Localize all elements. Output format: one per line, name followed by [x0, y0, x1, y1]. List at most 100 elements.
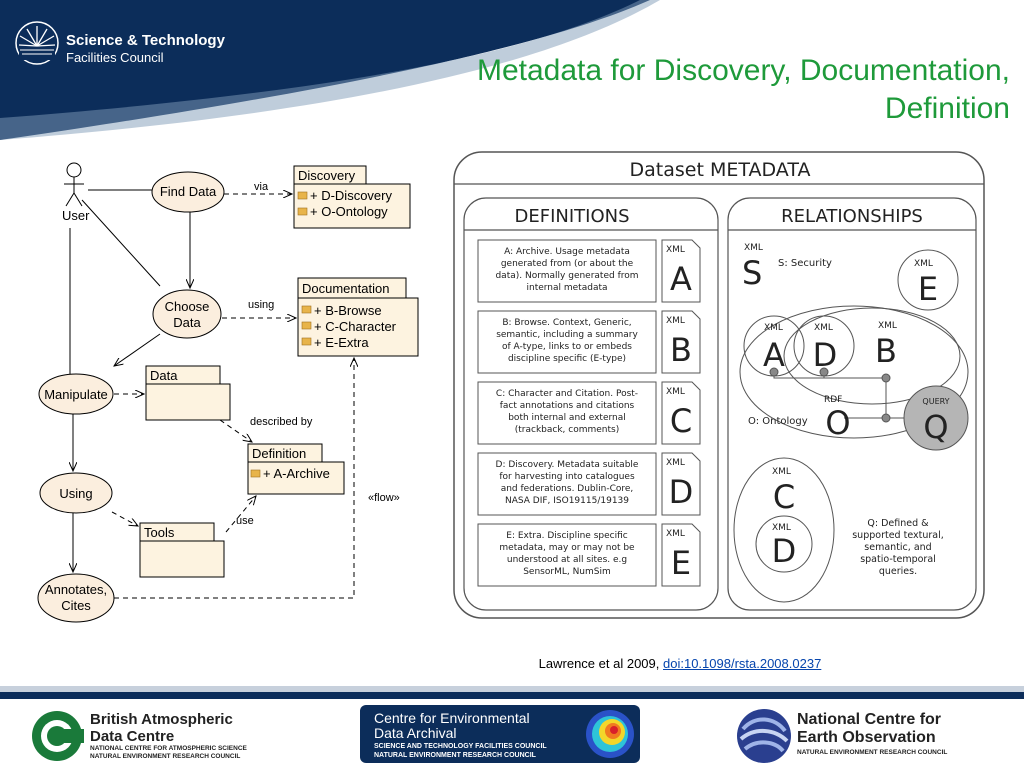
swirl-globe-icon — [737, 709, 791, 763]
xml-label: XML — [666, 316, 685, 326]
citation-text: Lawrence et al 2009, — [538, 656, 660, 671]
slide-title-line-1: Metadata for Discovery, Documentation, — [476, 54, 1010, 87]
definition-text-line: of A-type, links to or embeds — [502, 342, 632, 352]
definition-text-line: NASA DIF, ISO19115/19139 — [505, 496, 629, 506]
package-definition-item: + A-Archive — [263, 466, 330, 481]
usecase-find-data: Find Data — [151, 171, 225, 213]
edge-label-via: via — [254, 181, 269, 193]
badc-logo: British Atmospheric Data Centre NATIONAL… — [30, 705, 270, 765]
definition-text-line: semantic, including a summary — [496, 330, 638, 340]
package-data: Data — [145, 365, 231, 421]
neodc-logo: National Centre for Earth Observation NA… — [735, 705, 1005, 765]
xml-label: XML — [666, 245, 685, 255]
badc-emblem-icon — [32, 711, 84, 761]
usecase-choose-data: Choose Data — [152, 289, 222, 339]
ceda-line-1: Centre for Environmental — [374, 710, 530, 726]
query-description-line: spatio-temporal — [860, 554, 936, 565]
definition-row: C: Character and Citation. Post-fact ann… — [477, 381, 701, 445]
relationship-letter-b: B — [875, 332, 897, 370]
relationship-letter-s: S — [742, 254, 762, 292]
use-case-diagram: User Find Data Choose Data Manipulate Us… — [37, 162, 419, 623]
query-label: QUERY — [922, 397, 949, 406]
definition-text-line: (trackback, comments) — [515, 425, 619, 435]
user-label: User — [62, 208, 90, 223]
neodc-line-2: Earth Observation — [797, 729, 936, 746]
definition-text-line: A: Archive. Usage metadata — [504, 247, 630, 257]
query-description-line: supported textural, — [852, 530, 944, 541]
annotates-label-1: Annotates, — [45, 582, 107, 597]
package-documentation-item: + E-Extra — [314, 335, 369, 350]
folder-icon — [301, 305, 312, 314]
xml-label: XML — [666, 387, 685, 397]
definition-text-line: generated from (or about the — [501, 259, 634, 269]
relationships-title: RELATIONSHIPS — [781, 206, 923, 227]
edge-label-flow: «flow» — [368, 492, 400, 504]
definition-letter: C — [670, 402, 692, 440]
neodc-name: National Centre for Earth Observation — [797, 711, 941, 747]
badc-line-2: Data Centre — [90, 728, 175, 745]
definition-text-line: B: Browse. Context, Generic, — [502, 318, 631, 328]
definitions-title: DEFINITIONS — [514, 206, 629, 227]
query-description-line: semantic, and — [864, 542, 931, 553]
usecase-using: Using — [39, 472, 113, 514]
definition-text-line: C: Character and Citation. Post- — [496, 389, 638, 399]
relationship-letter-a: A — [763, 336, 785, 374]
definition-row: B: Browse. Context, Generic, semantic, in… — [477, 310, 701, 374]
doi-link[interactable]: doi:10.1098/rsta.2008.0237 — [663, 656, 822, 671]
definition-letter: E — [671, 544, 691, 582]
security-label: S: Security — [778, 258, 832, 269]
badc-subtitle: NATIONAL CENTRE FOR ATMOSPHERIC SCIENCE … — [90, 745, 247, 761]
folder-icon — [297, 191, 308, 200]
annotates-label-2: Cites — [61, 598, 91, 613]
relationship-letter-c: C — [773, 478, 795, 516]
definition-text-line: E: Extra. Discipline specific — [506, 531, 627, 541]
query-description-line: queries. — [879, 566, 917, 577]
definition-text-line: D: Discovery. Metadata suitable — [496, 460, 639, 470]
usecase-manipulate: Manipulate — [38, 373, 114, 415]
logo-line-1: Science & Technology — [66, 32, 225, 49]
globe-heatmap-icon — [586, 710, 634, 758]
package-data-title: Data — [150, 368, 178, 383]
xml-document-icon — [661, 452, 701, 516]
folder-icon — [250, 469, 261, 478]
relationship-letter-d2: D — [772, 532, 797, 570]
dataset-metadata-diagram: Dataset METADATA DEFINITIONS A: Archive.… — [453, 151, 985, 619]
xml-document-icon — [661, 523, 701, 587]
xml-document-icon — [661, 239, 701, 303]
relationship-letter-o: O — [825, 404, 850, 442]
xml-label: XML — [772, 523, 791, 533]
neodc-subtitle: NATURAL ENVIRONMENT RESEARCH COUNCIL — [797, 749, 948, 756]
xml-label: XML — [814, 323, 833, 333]
ceda-name: Centre for Environmental Data Archival — [374, 711, 530, 741]
choose-data-label-1: Choose — [165, 299, 210, 314]
definition-text-line: discipline specific (E-type) — [508, 354, 626, 364]
usecase-annotates-cites: Annotates, Cites — [37, 573, 115, 623]
citation: Lawrence et al 2009, doi:10.1098/rsta.20… — [420, 656, 940, 671]
folder-icon — [301, 321, 312, 330]
relationships-diagram: XML S S: Security XML E XML XML A D XML … — [733, 243, 969, 603]
query-description-line: Q: Defined & — [867, 518, 929, 529]
relationship-letter-e: E — [918, 270, 938, 308]
badc-line-3: NATIONAL CENTRE FOR ATMOSPHERIC SCIENCE — [90, 745, 247, 752]
query-description: Q: Defined &supported textural,semantic,… — [852, 518, 944, 577]
badc-line-1: British Atmospheric — [90, 711, 233, 728]
xml-label: XML — [744, 243, 763, 253]
xml-label: XML — [666, 458, 685, 468]
user-actor: User — [62, 162, 90, 223]
sunburst-icon — [15, 21, 59, 65]
definition-text-line: and federations. Dublin-Core, — [501, 484, 634, 494]
definition-text-line: both internal and external — [508, 413, 626, 423]
slide-title: Metadata for Discovery, Documentation, D… — [370, 52, 1010, 128]
stfc-logo: Science & Technology Facilities Council — [14, 20, 225, 68]
definition-text-line: SensorML, NumSim — [523, 567, 611, 577]
definition-text-line: for harvesting into catalogues — [499, 472, 635, 482]
definition-text-line: data). Normally generated from — [495, 271, 638, 281]
package-definition-title: Definition — [252, 446, 306, 461]
xml-label: XML — [764, 323, 783, 333]
package-documentation-item: + B-Browse — [314, 303, 382, 318]
logo-line-2: Facilities Council — [66, 50, 164, 65]
folder-icon — [301, 337, 312, 346]
package-discovery-item: + O-Ontology — [310, 204, 388, 219]
definition-letter: D — [669, 473, 694, 511]
